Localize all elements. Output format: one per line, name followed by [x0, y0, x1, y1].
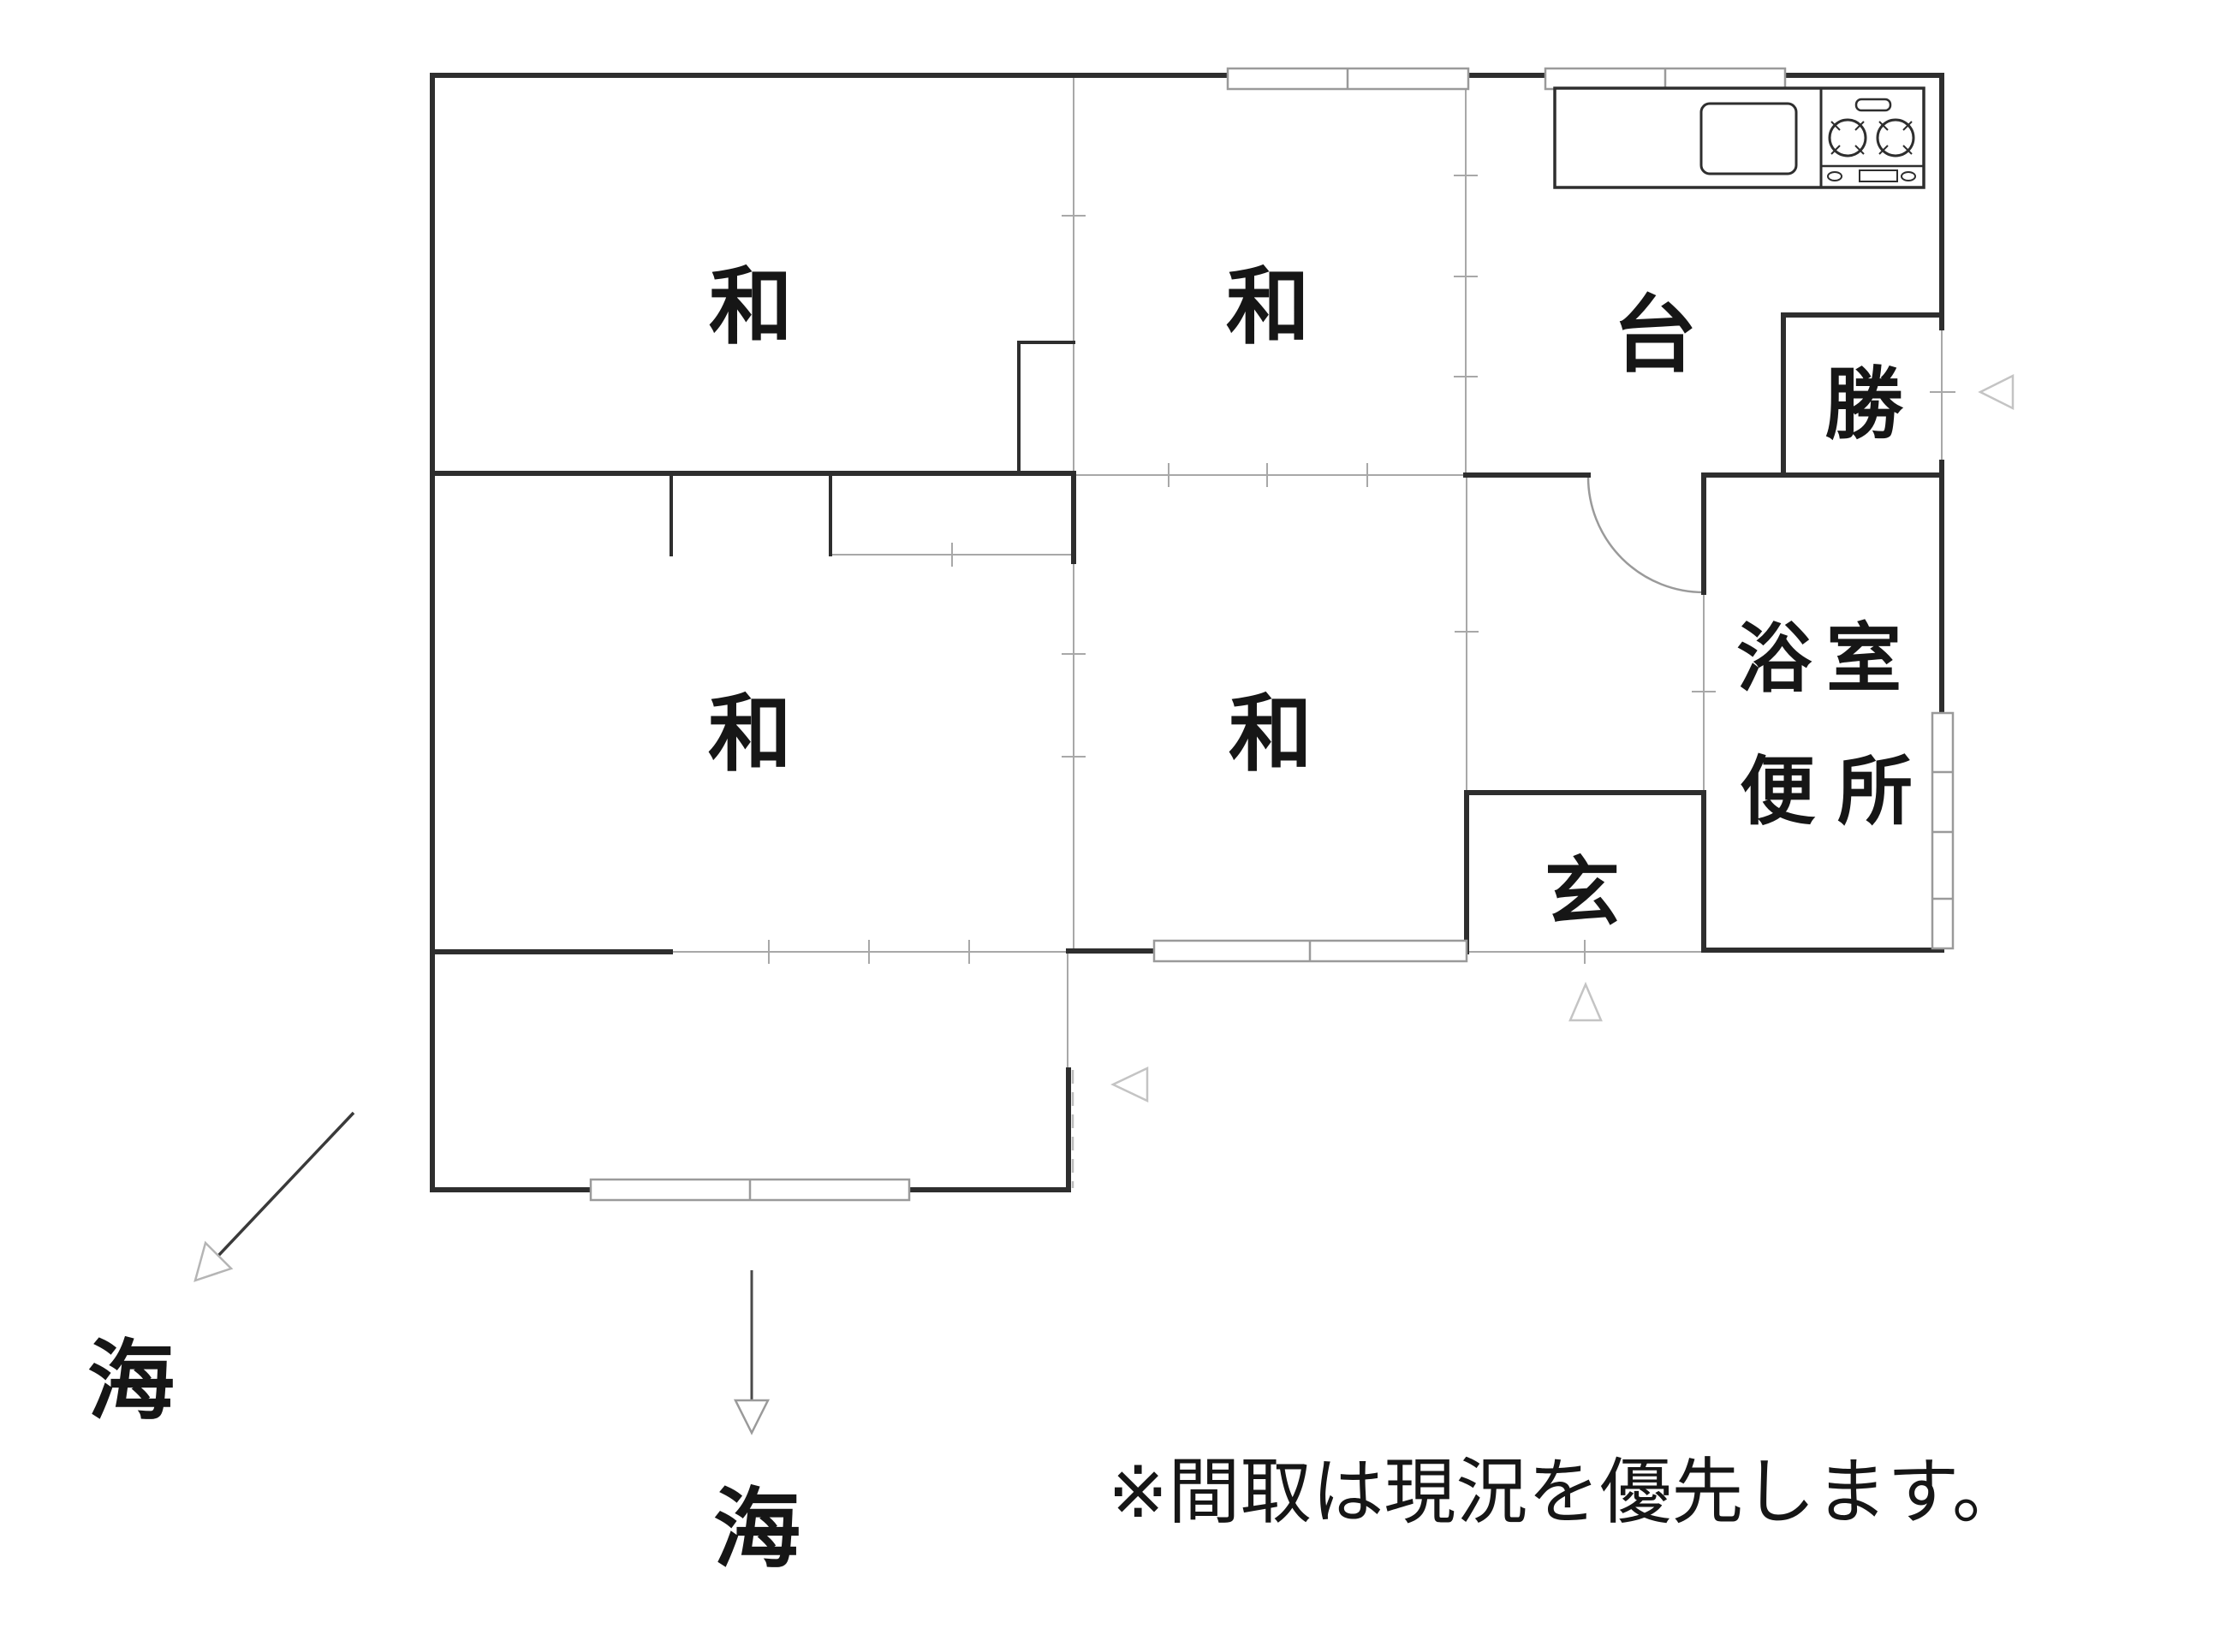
plan-note: ※間取は現況を優先します。 — [1108, 1452, 2024, 1532]
veranda-triangle-icon — [1110, 1067, 1149, 1102]
room-veranda — [432, 952, 1068, 1190]
window-icon-washroom — [1931, 711, 1955, 950]
room-areas — [432, 75, 1942, 1190]
partition-lines — [670, 75, 1955, 1070]
label-sea-west: 海 — [87, 1333, 175, 1430]
stove-knob-left-icon — [1827, 171, 1842, 181]
label-service: 勝 — [1824, 361, 1904, 449]
service-entrance-triangle-icon — [1978, 373, 2015, 411]
label-bath: 浴室 — [1736, 616, 1916, 701]
label-japanese-s: 和 — [1229, 686, 1312, 781]
sink-icon — [1699, 102, 1798, 175]
stove-knob-right-icon — [1901, 171, 1916, 181]
windows — [589, 67, 1955, 1202]
label-japanese-nw: 和 — [709, 259, 793, 354]
walls — [430, 73, 1944, 1192]
sea-arrow-south-icon — [733, 1270, 771, 1435]
door-swing-arc-icon — [1586, 476, 1705, 594]
label-sea-south: 海 — [713, 1481, 801, 1578]
kitchen-counter — [1553, 86, 1925, 189]
closet-walls — [670, 341, 1075, 556]
label-entry: 玄 — [1545, 850, 1620, 935]
stove-icon — [1821, 98, 1924, 182]
label-japanese-n: 和 — [1226, 259, 1310, 354]
label-kitchen: 台 — [1613, 288, 1697, 382]
label-japanese-sw: 和 — [708, 686, 792, 781]
sea-arrow-west-icon — [193, 1111, 355, 1282]
room-bath-toilet — [1704, 475, 1942, 950]
stove-drawer-icon — [1859, 169, 1898, 182]
markers — [193, 373, 2015, 1435]
grill-icon — [1854, 98, 1892, 112]
label-toilet: 便所 — [1740, 749, 1935, 834]
labels: 和 和 台 勝 和 和 浴室 便所 玄 海 海 ※間取は現況を優先します。 — [87, 259, 2024, 1578]
entry-triangle-icon — [1568, 981, 1603, 1022]
